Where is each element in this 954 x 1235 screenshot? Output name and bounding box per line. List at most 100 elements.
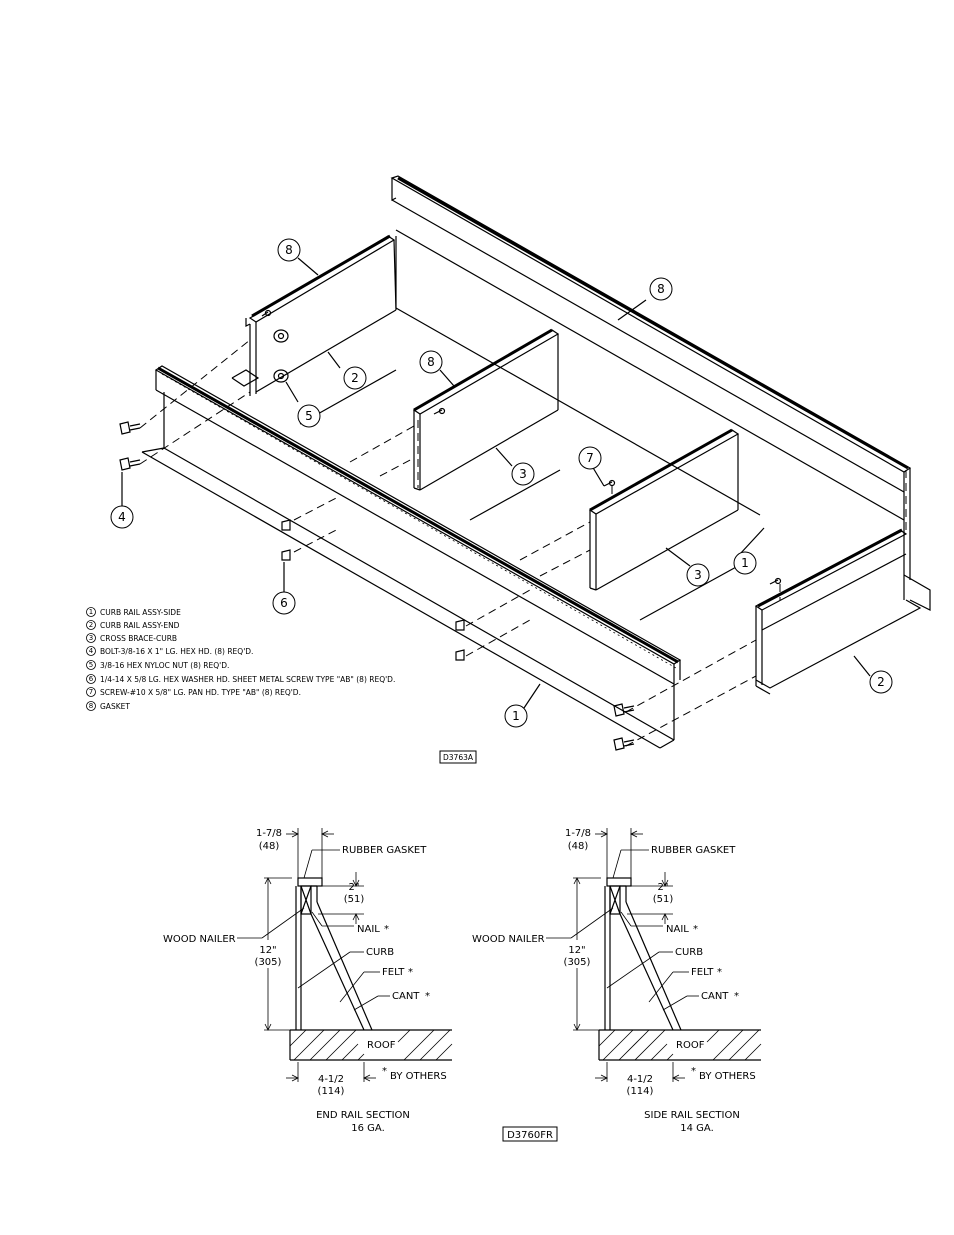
drawing-number-bottom: D3760FR — [502, 1126, 558, 1142]
legend-item: 1 CURB RAIL ASSY-SIDE — [86, 607, 181, 617]
svg-text:BOLT-3/8-16 X 1" LG. HEX HD. (: BOLT-3/8-16 X 1" LG. HEX HD. (8) REQ'D. — [100, 647, 253, 656]
svg-text:*: * — [693, 924, 698, 935]
leader-lines — [121, 257, 871, 709]
dim-width: 1-7/8 — [565, 828, 591, 839]
svg-text:(51): (51) — [344, 894, 365, 905]
svg-text:8: 8 — [427, 355, 435, 369]
svg-text:SCREW-#10 X 5/8" LG. PAN HD. T: SCREW-#10 X 5/8" LG. PAN HD. TYPE "AB" (… — [100, 688, 301, 697]
screw-icon — [455, 649, 465, 661]
svg-text:ROOF: ROOF — [676, 1040, 705, 1051]
screw-icon — [281, 549, 291, 561]
svg-text:D3760FR: D3760FR — [507, 1130, 553, 1141]
svg-text:8: 8 — [285, 243, 293, 257]
svg-text:12": 12" — [568, 945, 585, 956]
svg-text:2": 2" — [349, 882, 360, 893]
section-title: SIDE RAIL SECTION — [644, 1110, 740, 1121]
cross-brace-1 — [412, 328, 560, 491]
svg-text:6: 6 — [89, 675, 94, 683]
screw-icon — [603, 479, 616, 487]
svg-text:12": 12" — [259, 945, 276, 956]
screw-icon — [281, 519, 291, 531]
svg-text:(114): (114) — [627, 1086, 654, 1097]
back-side-rail — [390, 175, 931, 611]
parts-legend: 1 CURB RAIL ASSY-SIDE 2 CURB RAIL ASSY-END… — [86, 607, 395, 711]
bolt-icon — [613, 737, 635, 751]
svg-text:1: 1 — [89, 608, 93, 616]
callout-2: 2 — [869, 670, 893, 694]
svg-text:*: * — [734, 991, 739, 1002]
left-end-rail — [231, 234, 761, 516]
screw-icon — [261, 309, 272, 317]
svg-text:8: 8 — [89, 702, 93, 710]
callout-3: 3 — [686, 563, 710, 587]
svg-text:4: 4 — [89, 647, 94, 655]
svg-text:3: 3 — [89, 634, 93, 642]
screw-icon — [433, 407, 446, 415]
svg-text:FELT: FELT — [382, 967, 405, 978]
svg-text:*: * — [384, 924, 389, 935]
dim-width: 1-7/8 — [256, 828, 282, 839]
svg-text:1/4-14 X 5/8 LG. HEX WASHER HD: 1/4-14 X 5/8 LG. HEX WASHER HD. SHEET ME… — [100, 675, 395, 684]
side-rail-section: 1-7/8 (48) RUBBER GASKET 2" (51) NAIL * … — [472, 828, 762, 1134]
callout-5: 5 — [297, 404, 321, 428]
svg-text:6: 6 — [280, 596, 288, 610]
legend-item: 4 BOLT-3/8-16 X 1" LG. HEX HD. (8) REQ'D. — [86, 646, 253, 656]
front-side-rail — [141, 365, 682, 749]
svg-text:(48): (48) — [259, 841, 280, 852]
svg-text:BY OTHERS: BY OTHERS — [390, 1071, 447, 1082]
svg-text:(305): (305) — [564, 957, 591, 968]
cross-brace-2 — [588, 428, 740, 591]
svg-text:3/8-16 HEX NYLOC NUT (8) REQ'D: 3/8-16 HEX NYLOC NUT (8) REQ'D. — [100, 661, 229, 670]
right-end-rail — [754, 528, 922, 695]
svg-text:2: 2 — [89, 621, 93, 629]
legend-item: 5 3/8-16 HEX NYLOC NUT (8) REQ'D. — [86, 660, 229, 670]
svg-text:16 GA.: 16 GA. — [351, 1123, 385, 1134]
svg-text:2: 2 — [877, 675, 885, 689]
svg-text:WOOD NAILER: WOOD NAILER — [472, 934, 545, 945]
svg-text:CURB: CURB — [366, 947, 394, 958]
svg-text:RUBBER GASKET: RUBBER GASKET — [651, 845, 736, 856]
nut-icon — [273, 369, 289, 383]
svg-text:*: * — [691, 1066, 696, 1077]
svg-text:FELT: FELT — [691, 967, 714, 978]
svg-text:8: 8 — [657, 282, 665, 296]
svg-text:NAIL: NAIL — [357, 924, 380, 935]
svg-text:5: 5 — [89, 661, 93, 669]
svg-text:4: 4 — [118, 510, 126, 524]
callout-3: 3 — [511, 462, 535, 486]
callout-4: 4 — [110, 505, 134, 529]
svg-text:*: * — [717, 967, 722, 978]
bolt-icon — [119, 421, 141, 435]
svg-text:(48): (48) — [568, 841, 589, 852]
svg-text:RUBBER GASKET: RUBBER GASKET — [342, 845, 427, 856]
bolt-icon — [119, 457, 141, 471]
svg-text:D3763A: D3763A — [443, 753, 474, 762]
svg-text:(305): (305) — [255, 957, 282, 968]
svg-text:*: * — [408, 967, 413, 978]
svg-text:CANT: CANT — [701, 991, 729, 1002]
svg-text:1: 1 — [512, 709, 520, 723]
callout-2: 2 — [343, 366, 367, 390]
svg-text:(51): (51) — [653, 894, 674, 905]
svg-text:NAIL: NAIL — [666, 924, 689, 935]
svg-text:3: 3 — [694, 568, 702, 582]
svg-text:ROOF: ROOF — [367, 1040, 396, 1051]
callout-8: 8 — [419, 350, 443, 374]
svg-text:CURB RAIL ASSY-END: CURB RAIL ASSY-END — [100, 621, 180, 630]
bolt-icon — [613, 703, 635, 717]
svg-text:(114): (114) — [318, 1086, 345, 1097]
legend-item: 6 1/4-14 X 5/8 LG. HEX WASHER HD. SHEET M… — [86, 674, 395, 684]
callout-8: 8 — [649, 277, 673, 301]
svg-text:4-1/2: 4-1/2 — [318, 1074, 344, 1085]
svg-text:2: 2 — [351, 371, 359, 385]
svg-text:BY OTHERS: BY OTHERS — [699, 1071, 756, 1082]
svg-text:CURB RAIL ASSY-SIDE: CURB RAIL ASSY-SIDE — [100, 608, 181, 617]
roof-hatch — [598, 1029, 762, 1061]
svg-text:14 GA.: 14 GA. — [680, 1123, 714, 1134]
callout-1: 1 — [733, 551, 757, 575]
